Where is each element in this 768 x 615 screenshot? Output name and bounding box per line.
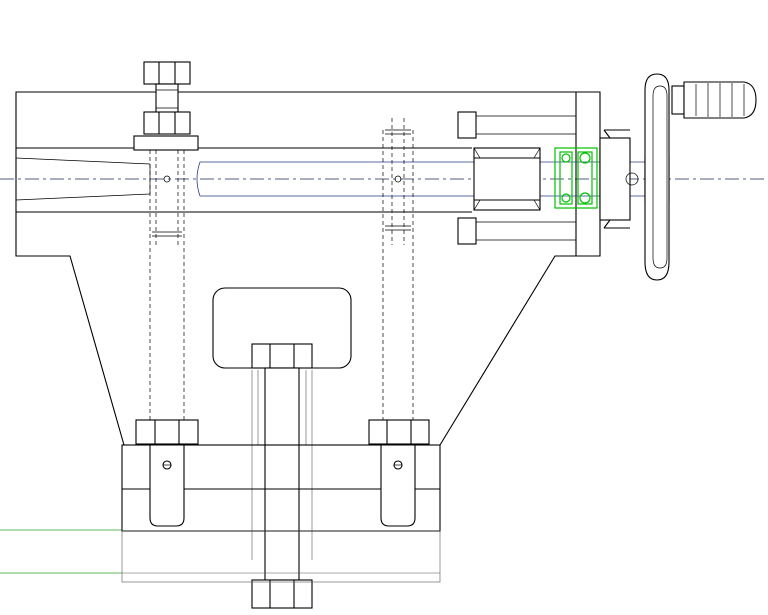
center-hex-nut-bottom (251, 579, 313, 609)
handwheel-knob[interactable] (671, 81, 757, 119)
base-bolt-right (368, 419, 430, 527)
end-cap (599, 129, 639, 229)
housing-body (15, 91, 601, 446)
hidden-rod-left (149, 150, 185, 420)
center-mark-left (163, 175, 171, 183)
center-bolt-shank (251, 367, 313, 581)
clamp-screw-shank (155, 83, 179, 115)
clamp-washer (133, 135, 199, 151)
center-mark-right (394, 175, 402, 183)
coupling-hex-nut (473, 147, 541, 211)
handwheel[interactable] (644, 73, 670, 281)
center-hex-nut (251, 343, 313, 369)
cap-bolt-lower (457, 217, 576, 245)
clamp-hex-nut-top (143, 61, 191, 85)
cap-bolt-upper (457, 111, 576, 139)
clamp-hex-nut-lower (143, 111, 191, 135)
hidden-rod-right (382, 118, 414, 420)
base-bolt-left (135, 419, 199, 527)
